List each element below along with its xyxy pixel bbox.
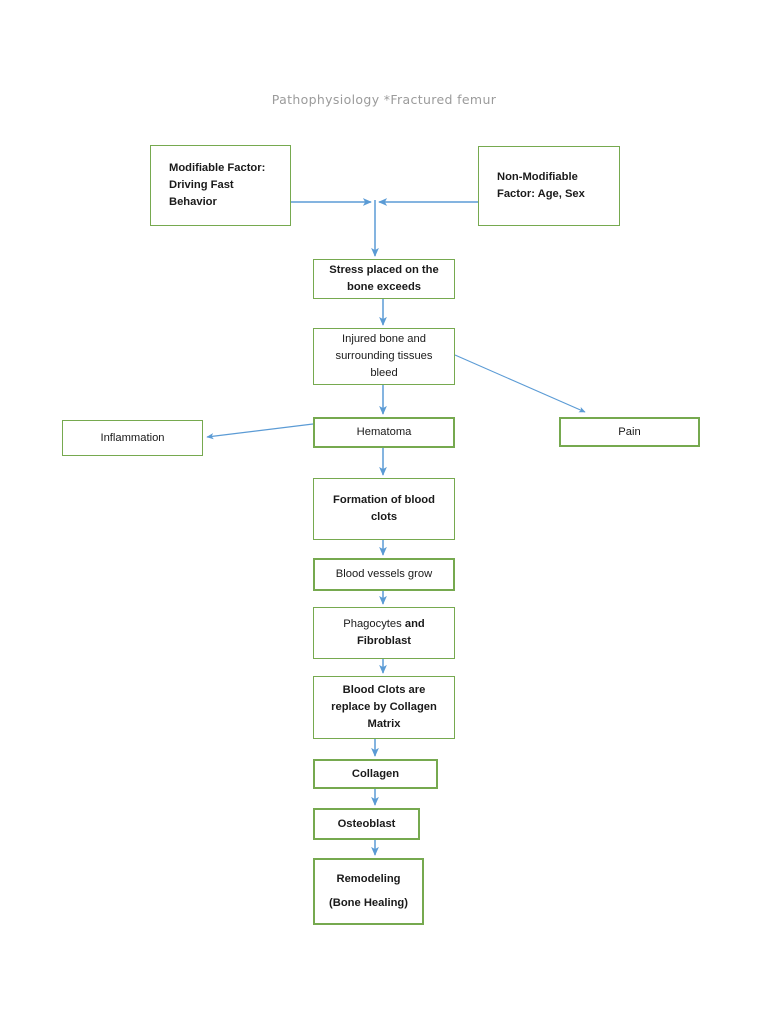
- node-osteoblast[interactable]: Osteoblast: [313, 808, 420, 840]
- edge-injuredbone-to-pain: [454, 354, 586, 413]
- node-modifiable-factor[interactable]: Modifiable Factor: Driving Fast Behavior: [150, 145, 291, 226]
- node-label: Collagen: [351, 767, 400, 780]
- node-label-emph: and Fibroblast: [356, 618, 425, 647]
- node-label: Inflammation: [100, 431, 165, 444]
- node-label: Non-Modifiable Factor: Age, Sex: [497, 171, 585, 200]
- node-label: Injured bone and surrounding tissues ble…: [335, 333, 433, 379]
- node-stress-placed[interactable]: Stress placed on the bone exceeds: [313, 259, 455, 299]
- node-label: Pain: [618, 425, 641, 438]
- edge-hematoma-to-inflammation: [206, 423, 314, 440]
- node-collagen[interactable]: Collagen: [313, 759, 438, 789]
- node-label: Modifiable Factor: Driving Fast Behavior: [169, 162, 266, 208]
- node-blood-clots-replaced-collagen-matrix[interactable]: Blood Clots are replace by Collagen Matr…: [313, 676, 455, 739]
- node-label: Hematoma: [356, 426, 412, 439]
- node-inflammation[interactable]: Inflammation: [62, 420, 203, 456]
- node-phagocytes-fibroblast[interactable]: Phagocytes and Fibroblast: [313, 607, 455, 659]
- node-blood-vessels-grow[interactable]: Blood vessels grow: [313, 558, 455, 591]
- node-label: Stress placed on the bone exceeds: [329, 264, 439, 293]
- node-formation-of-blood-clots[interactable]: Formation of blood clots: [313, 478, 455, 540]
- node-hematoma[interactable]: Hematoma: [313, 417, 455, 448]
- node-label: Blood Clots are replace by Collagen Matr…: [331, 684, 437, 730]
- node-pain[interactable]: Pain: [559, 417, 700, 447]
- node-label: Osteoblast: [337, 817, 396, 830]
- node-label: Remodeling (Bone Healing): [329, 872, 408, 909]
- node-remodeling-bone-healing[interactable]: Remodeling (Bone Healing): [313, 858, 424, 925]
- node-non-modifiable-factor[interactable]: Non-Modifiable Factor: Age, Sex: [478, 146, 620, 226]
- node-label: Blood vessels grow: [335, 568, 433, 581]
- node-label-lead: Phagocytes: [343, 618, 405, 631]
- node-label: Formation of blood clots: [333, 494, 435, 523]
- page-title: Pathophysiology *Fractured femur: [271, 92, 497, 107]
- node-injured-bone[interactable]: Injured bone and surrounding tissues ble…: [313, 328, 455, 385]
